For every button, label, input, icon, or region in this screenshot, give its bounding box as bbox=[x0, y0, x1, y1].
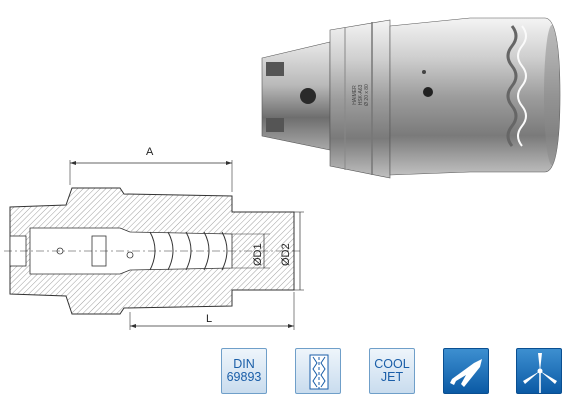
threads bbox=[149, 231, 228, 271]
engraving: HAIMER HSK-A63 Ø 20 x 80 bbox=[352, 84, 370, 106]
wind-energy-badge bbox=[516, 348, 562, 394]
aerospace-badge bbox=[443, 348, 489, 394]
dim-d1-label: ØD1 bbox=[252, 243, 264, 266]
din-69893-badge: DIN 69893 bbox=[221, 348, 267, 394]
engraving-line: Ø 20 x 80 bbox=[364, 84, 370, 106]
badge-line: 69893 bbox=[226, 370, 262, 384]
wave-groove bbox=[506, 25, 518, 147]
engraving-line: HSK-A63 bbox=[358, 84, 364, 105]
dim-l-label: L bbox=[206, 313, 213, 325]
badge-line: COOL bbox=[374, 357, 410, 371]
badge-line: DIN bbox=[233, 357, 255, 371]
wind-turbine-icon bbox=[523, 353, 557, 393]
engraving-line: HAIMER bbox=[352, 85, 358, 105]
coolant-channel-icon bbox=[309, 354, 329, 390]
badge-line: JET bbox=[380, 370, 404, 384]
cool-jet-badge: COOL JET bbox=[369, 348, 415, 394]
dim-a-label: A bbox=[146, 146, 154, 158]
dim-d2-label: ØD2 bbox=[280, 243, 292, 266]
aerospace-plane-icon bbox=[450, 359, 482, 387]
coolant-channel-badge bbox=[295, 348, 341, 394]
